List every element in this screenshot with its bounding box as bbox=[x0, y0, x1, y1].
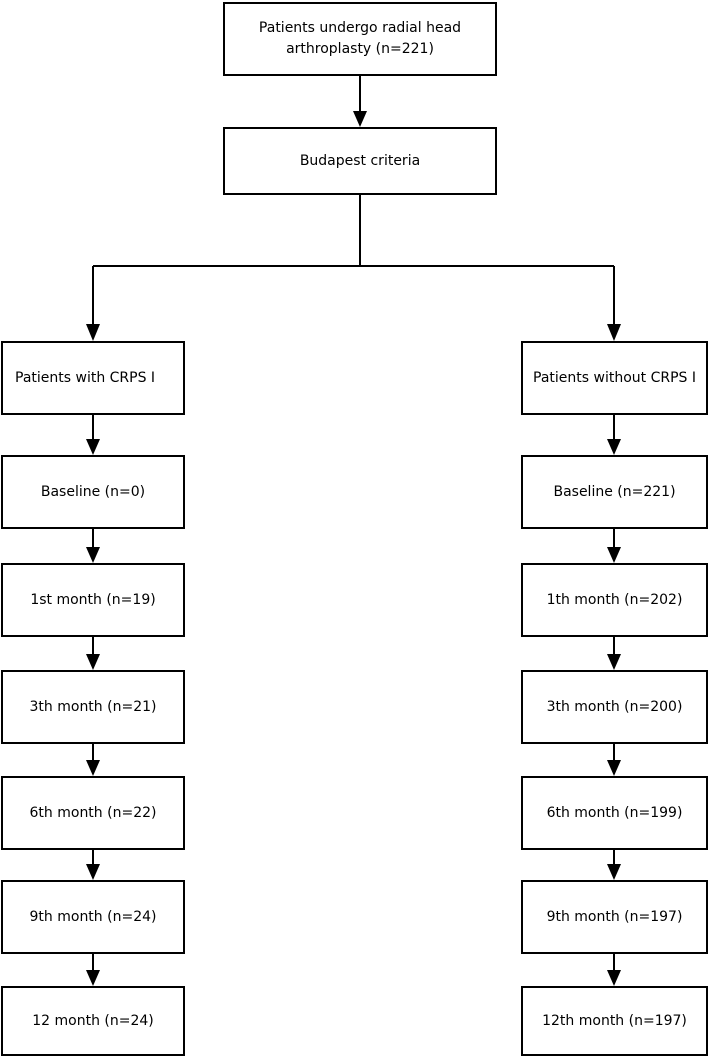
arrowhead-right-5 bbox=[607, 864, 621, 880]
arrowhead-right-6 bbox=[607, 970, 621, 986]
box-left-baseline: Baseline (n=0) bbox=[1, 455, 185, 529]
box-label: 1th month (n=202) bbox=[546, 591, 683, 608]
box-patients-without-crps: Patients without CRPS I bbox=[521, 341, 708, 415]
arrowhead-right-4 bbox=[607, 760, 621, 776]
arrowhead-left-4 bbox=[86, 760, 100, 776]
arrowhead-right-1 bbox=[607, 439, 621, 455]
box-label: Baseline (n=221) bbox=[553, 483, 676, 500]
box-label: 1st month (n=19) bbox=[30, 591, 156, 608]
box-label: 6th month (n=22) bbox=[29, 804, 157, 821]
box-label: 3th month (n=200) bbox=[546, 698, 683, 715]
box-left-month-3: 3th month (n=21) bbox=[1, 670, 185, 744]
arrowhead-right-header bbox=[607, 324, 621, 341]
box-budapest-criteria: Budapest criteria bbox=[223, 127, 497, 195]
arrowhead-left-header bbox=[86, 324, 100, 341]
arrowhead-left-5 bbox=[86, 864, 100, 880]
arrowhead-right-2 bbox=[607, 547, 621, 563]
box-label: 6th month (n=199) bbox=[546, 804, 683, 821]
box-label: Patients with CRPS I bbox=[15, 369, 156, 386]
box-left-month-6: 6th month (n=22) bbox=[1, 776, 185, 850]
box-patients-with-crps: Patients with CRPS I bbox=[1, 341, 185, 415]
arrowhead-left-1 bbox=[86, 439, 100, 455]
box-label: Patients undergo radial head arthroplast… bbox=[258, 20, 462, 57]
box-patients-arthroplasty: Patients undergo radial head arthroplast… bbox=[223, 2, 497, 76]
box-left-month-1: 1st month (n=19) bbox=[1, 563, 185, 637]
arrowhead-right-3 bbox=[607, 654, 621, 670]
box-right-month-1: 1th month (n=202) bbox=[521, 563, 708, 637]
box-label: 3th month (n=21) bbox=[29, 698, 157, 715]
box-label: 12 month (n=24) bbox=[32, 1012, 154, 1029]
box-left-month-12: 12 month (n=24) bbox=[1, 986, 185, 1056]
box-right-month-9: 9th month (n=197) bbox=[521, 880, 708, 954]
box-label: Patients without CRPS I bbox=[533, 369, 696, 386]
arrowhead-criteria bbox=[353, 111, 367, 127]
box-label: 9th month (n=24) bbox=[29, 908, 157, 925]
box-left-month-9: 9th month (n=24) bbox=[1, 880, 185, 954]
box-right-baseline: Baseline (n=221) bbox=[521, 455, 708, 529]
arrowhead-left-3 bbox=[86, 654, 100, 670]
box-label: Baseline (n=0) bbox=[40, 483, 146, 500]
box-label: 12th month (n=197) bbox=[542, 1012, 687, 1029]
arrowhead-left-2 bbox=[86, 547, 100, 563]
box-label: Budapest criteria bbox=[299, 152, 421, 169]
box-right-month-6: 6th month (n=199) bbox=[521, 776, 708, 850]
box-right-month-3: 3th month (n=200) bbox=[521, 670, 708, 744]
arrowhead-left-6 bbox=[86, 970, 100, 986]
box-label: 9th month (n=197) bbox=[546, 908, 683, 925]
box-right-month-12: 12th month (n=197) bbox=[521, 986, 708, 1056]
